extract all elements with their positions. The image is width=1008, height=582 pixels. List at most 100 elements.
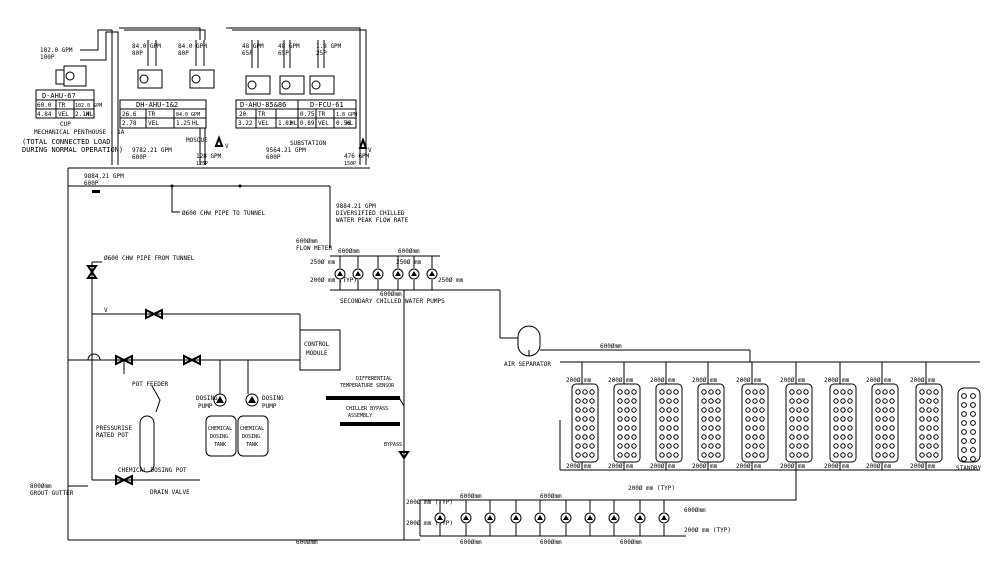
u1-hl: 2.14	[75, 111, 90, 118]
u4-tr: 0.75	[300, 111, 315, 118]
pm-top-right: 200Ø mm (TYP)	[628, 485, 675, 492]
unit-d-ahu-85-86: 48 GPM 65P 48 GPM 65P D-AHU-85&86 20 TR …	[226, 27, 367, 155]
chiller-d-low-5: 200Ø mm	[736, 463, 762, 470]
pm-top-mid-a: 600Ømm	[460, 493, 482, 500]
pipe-main-1: 600P	[132, 154, 147, 161]
chiller-bypass-2: ASSEMBLY	[348, 413, 372, 419]
dp2-a: DOSING	[262, 395, 284, 402]
u2-tr: 26.6	[122, 111, 137, 118]
riser-valves	[214, 135, 368, 149]
dp2-b: PUMP	[262, 403, 277, 410]
div-1: DIVERSIFIED CHILLED	[336, 210, 405, 217]
u3-vel-unit: VEL	[258, 120, 269, 127]
flow-meter-2: FLOW METER	[296, 245, 333, 252]
chiller-d-low-9: 200Ø mm	[910, 463, 936, 470]
note-line-1: (TOTAL CONNECTED LOAD	[22, 138, 111, 146]
bottom-pipe-label: 600Ømm	[296, 539, 318, 546]
u1-tr-unit: TR	[58, 102, 66, 109]
pressurized-pot	[139, 415, 155, 473]
u4-hl-unit: HL	[346, 120, 354, 127]
u4-name: D-FCU-61	[310, 101, 344, 109]
chiller-6	[785, 383, 813, 463]
chiller-d-8: 200Ø mm	[866, 377, 892, 384]
chiller-bypass-assembly: DIFFERENTIAL TEMPERATURE SENSOR CHILLER …	[326, 376, 410, 460]
pipe-header: 600P	[84, 180, 99, 187]
unit-d-fcu-61: 1.8 GPM 25P D-FCU-61 0.75 TR 1.8 GPM 0.8…	[290, 43, 357, 147]
flow-meter-1: 600Ømm	[296, 238, 318, 245]
u1-tr: 60.0	[37, 102, 52, 109]
return-drop	[686, 470, 797, 501]
u4-vel: 0.89	[300, 120, 315, 127]
u4-hl: 0.56	[336, 120, 351, 127]
pipe-476: 150P	[344, 161, 356, 167]
u1-hl-unit: HL	[86, 111, 94, 118]
u1-vel: 4.84	[37, 111, 52, 118]
tank2-a: CHEMICAL	[240, 426, 264, 432]
u3-vel: 3.22	[238, 120, 253, 127]
u1-pipe: 100P	[40, 54, 55, 61]
u1-gpm: 102.0 GPM	[75, 103, 102, 109]
riser-u1	[97, 29, 119, 165]
tank2-b: DOSING	[242, 434, 260, 440]
temp-sensor-2: TEMPERATURE SENSOR	[340, 383, 395, 389]
u3-pipe-b: 65P	[278, 50, 289, 57]
chiller-5	[741, 383, 769, 463]
chiller-d-3: 200Ø mm	[650, 377, 676, 384]
chiller-d-low-7: 200Ø mm	[824, 463, 850, 470]
u2-flow-b: 84.0 GPM	[178, 43, 207, 50]
secondary-pump-manifold: 600Ømm 600Ømm 250Ø mm 250Ø mm 200Ø mm (T…	[310, 248, 520, 339]
pipe-from-tunnel: Ø600 CHW PIPE FROM TUNNEL	[104, 255, 195, 262]
tank1-c: TANK	[214, 442, 226, 448]
mosque-label: MOSQUE	[186, 137, 208, 144]
standby-label: STANDBY	[956, 465, 982, 472]
header-tag	[92, 190, 100, 193]
u2-vel-unit: VEL	[148, 120, 159, 127]
u3-flow-a: 48 GPM	[242, 43, 264, 50]
pm-foot-mid: 600Ømm	[540, 539, 562, 546]
pot-feeder: POT FEEDER	[132, 381, 169, 388]
cup-label: CUP	[60, 121, 71, 128]
chiller-d-7: 200Ø mm	[824, 377, 850, 384]
flow-main-1: 9782.21 GPM	[132, 147, 172, 154]
pm-right-a: 600Ømm	[684, 507, 706, 514]
tank1-b: DOSING	[210, 434, 228, 440]
chem-tank-2	[237, 415, 269, 457]
u2-pipe-b: 80P	[178, 50, 189, 57]
u4-tr-unit: TR	[318, 111, 326, 118]
u4-pipe: 25P	[316, 50, 327, 57]
primary-pumps	[434, 500, 670, 536]
mf-d250-right: 250Ø mm	[396, 259, 422, 266]
pipe-to-tunnel: Ø600 CHW PIPE TO TUNNEL	[182, 210, 265, 217]
dosing-pumps: DOSING PUMP DOSING PUMP CHEMICAL DOSING …	[196, 360, 284, 457]
u2-name: DH-AHU-1&2	[136, 101, 178, 109]
u2-hl: 1.25	[176, 120, 191, 127]
substation-label: SUBSTATION	[290, 140, 327, 147]
chiller-7	[829, 383, 857, 463]
temp-sensor-1: DIFFERENTIAL	[356, 376, 392, 382]
u2-hl-unit: HL	[192, 120, 200, 127]
control-module	[299, 329, 341, 371]
chiller-bypass-1: CHILLER BYPASS	[346, 406, 388, 412]
main-header: 9884.21 GPM 600P	[67, 167, 370, 540]
chiller-d-9: 200Ø mm	[910, 377, 936, 384]
pm-top-mid-b: 600Ømm	[540, 493, 562, 500]
chiller-d-low-2: 200Ø mm	[608, 463, 634, 470]
secondary-pumps	[334, 256, 438, 290]
flow-476: 476 GPM	[344, 153, 370, 160]
u2-flow-a: 84.0 GPM	[132, 43, 161, 50]
control-1: CONTROL	[304, 341, 330, 348]
pressurized-1: PRESSURISE	[96, 425, 133, 432]
pm-foot-right: 600Ømm	[620, 539, 642, 546]
chiller-d-low-6: 200Ø mm	[780, 463, 806, 470]
chiller-d-5: 200Ø mm	[736, 377, 762, 384]
mf-d200-left: 200Ø mm (TYP)	[310, 277, 357, 284]
pipe-sub: 600P	[266, 154, 281, 161]
air-d600: 600Ømm	[600, 343, 622, 350]
pm-typ-left-2: 200Ø mm (TYP)	[406, 520, 453, 527]
unit-dh-ahu-1-2: 84.0 GPM 80P 84.0 GPM 80P DH-AHU-1&2 26.…	[119, 27, 215, 144]
penthouse-label: MECHANICAL PENTHOUSE - 1A	[34, 129, 125, 136]
tank2-c: TANK	[246, 442, 258, 448]
chemical-treatment-branch: V CONTROL MODULE POT FEEDER PRESSURISE R…	[30, 307, 341, 497]
chem-tank-1	[205, 415, 237, 457]
chiller-1	[571, 383, 599, 463]
